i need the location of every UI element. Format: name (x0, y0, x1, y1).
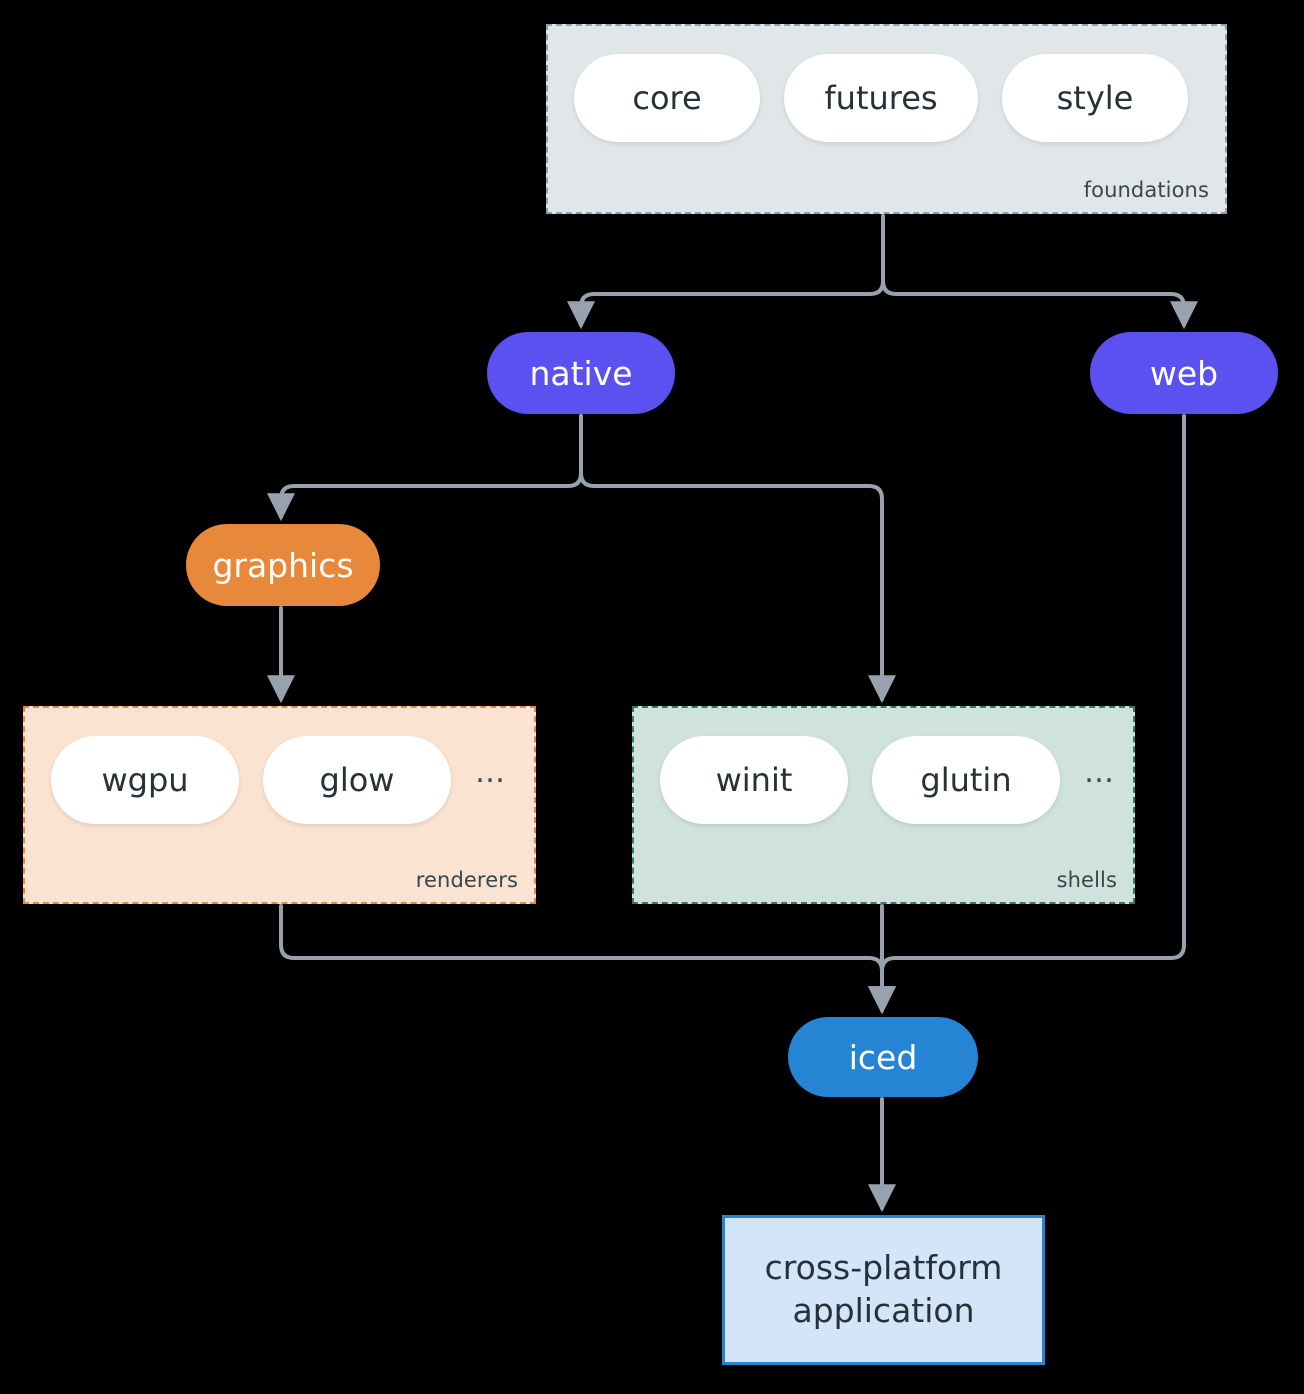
edge-foundations-web (881, 214, 1198, 330)
edge-foundations-native (567, 214, 885, 330)
group-shells-label: shells (1056, 868, 1117, 892)
group-shells: winit glutin … shells (632, 706, 1135, 904)
edge-renderers-iced (279, 904, 896, 1015)
group-shells-items: winit glutin … (660, 736, 1116, 824)
application-line-2: application (792, 1291, 975, 1330)
node-graphics[interactable]: graphics (186, 524, 380, 606)
node-wgpu[interactable]: wgpu (51, 736, 239, 824)
node-glutin[interactable]: glutin (872, 736, 1060, 824)
edge-native-shells (579, 414, 896, 704)
group-renderers-items: wgpu glow … (51, 736, 507, 824)
group-renderers-label: renderers (415, 868, 518, 892)
renderers-ellipsis: … (475, 755, 507, 790)
node-glow[interactable]: glow (263, 736, 451, 824)
node-cross-platform-application[interactable]: cross-platform application (722, 1215, 1045, 1365)
node-web[interactable]: web (1090, 332, 1278, 414)
node-style[interactable]: style (1002, 54, 1188, 142)
node-core[interactable]: core (574, 54, 760, 142)
node-futures[interactable]: futures (784, 54, 978, 142)
group-foundations-items: core futures style (574, 54, 1188, 142)
node-winit[interactable]: winit (660, 736, 848, 824)
node-native[interactable]: native (487, 332, 675, 414)
node-iced[interactable]: iced (788, 1017, 978, 1097)
group-foundations: core futures style foundations (546, 24, 1227, 214)
group-renderers: wgpu glow … renderers (23, 706, 536, 904)
shells-ellipsis: … (1084, 755, 1116, 790)
edge-native-graphics (267, 414, 583, 522)
application-line-1: cross-platform (764, 1248, 1003, 1288)
group-foundations-label: foundations (1083, 178, 1209, 202)
